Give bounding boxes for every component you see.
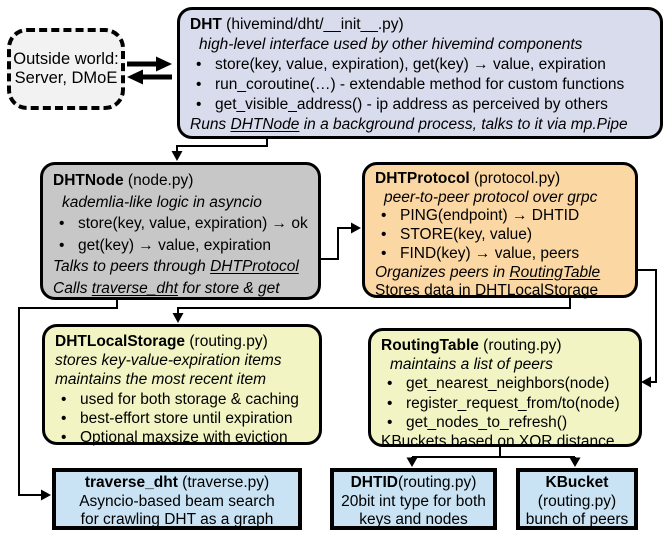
dhtlocalstorage-bullet-usage: used for both storage & caching (55, 390, 313, 409)
dht-bullet-store-get: store(key, value, expiration), get(key) … (190, 55, 654, 75)
dhtlocalstorage-bullet-maxsize: Optional maxsize with eviction (55, 428, 313, 447)
routingtable-link: RoutingTable (509, 263, 601, 281)
dhtnode-peers-line: Talks to peers through DHTProtocol (53, 258, 299, 275)
dht-footer: Runs DHTNode in a background process, ta… (190, 116, 628, 133)
dhtprotocol-title: DHTProtocol (protocol.py) (375, 170, 561, 187)
outside-to-dht-arrowhead (156, 56, 172, 72)
kbucket-box: KBucket (routing.py) bunch of peers (516, 468, 638, 530)
dhtlocalstorage-subtitle2: maintains the most recent item (55, 371, 267, 389)
dhtnode-title: DHTNode (node.py) (53, 172, 194, 189)
routingtable-bullet-register: register_request_from/to(node) (381, 394, 633, 413)
arrowhead-into-dhtlocalstorage (172, 313, 184, 323)
arrowhead-into-routingtable (641, 376, 651, 388)
traverse-dht-line2: for crawling DHT as a graph (80, 511, 274, 528)
dht-box: DHT (hivemind/dht/__init__.py) high-leve… (177, 7, 663, 139)
outside-world-box: Outside world: Server, DMoE (7, 28, 125, 110)
arrowhead-into-dhtnode (171, 151, 183, 161)
dhtnode-box: DHTNode (node.py) kademlia-like logic in… (40, 162, 321, 300)
dhtprotocol-bullet-store: STORE(key, value) (375, 226, 629, 245)
dhtprotocol-subtitle: peer-to-peer protocol over grpc (384, 188, 598, 206)
dhtid-line1: 20bit int type for both (341, 492, 486, 510)
dht-title-name: DHT (190, 16, 222, 33)
dht-bullet-get-visible-address: get_visible_address() - ip address as pe… (190, 95, 654, 115)
dht-subtitle: high-level interface used by other hivem… (199, 36, 583, 53)
dhtlocalstorage-box: DHTLocalStorage (routing.py) stores key-… (42, 324, 322, 447)
arrowhead-into-dhtid (406, 457, 418, 467)
dht-to-outside-arrowhead (127, 69, 143, 85)
dhtlocalstorage-subtitle1: stores key-value-expiration items (55, 352, 282, 370)
dhtnode-calls-line: Calls traverse_dht for store & get (53, 279, 280, 297)
kbucket-line1: (routing.py) (537, 492, 617, 510)
routingtable-bullet-neighbors: get_nearest_neighbors(node) (381, 374, 633, 393)
routingtable-footer: KBuckets based on XOR distance (381, 433, 615, 451)
dhtprotocol-organizes-line: Organizes peers in RoutingTable (375, 263, 601, 281)
dhtprotocol-link: DHTProtocol (210, 258, 299, 275)
dhtid-title: DHTID(routing.py) (350, 474, 477, 491)
traverse-dht-line1: Asyncio-based beam search (79, 492, 275, 510)
dhtid-line2: keys and nodes (359, 511, 468, 528)
outside-world-arrowheads (127, 56, 172, 85)
routingtable-bullet-refresh: get_nodes_to_refresh() (381, 413, 633, 432)
dhtprotocol-bullet-find: FIND(key) → value, peers (375, 245, 629, 264)
dhtlocalstorage-title: DHTLocalStorage (routing.py) (55, 333, 268, 350)
dhtnode-link: DHTNode (230, 116, 300, 133)
traverse-dht-title: traverse_dht (traverse.py) (84, 474, 270, 491)
routingtable-title: RoutingTable (routing.py) (381, 337, 562, 354)
dhtlocalstorage-link: LocalStorage (506, 282, 599, 300)
dhtnode-bullet-get: get(key) → value, expiration (53, 235, 312, 257)
dht-title: DHT (hivemind/dht/__init__.py) (190, 15, 654, 35)
traverse-dht-link: traverse_dht (91, 279, 178, 297)
dhtprotocol-bullet-ping: PING(endpoint) → DHTID (375, 207, 629, 226)
dhtprotocol-stores-line: Stores data in DHTLocalStorage (375, 282, 599, 300)
arrowhead-into-traverse (41, 489, 51, 501)
arrowhead-into-dhtprotocol (351, 222, 361, 234)
arrowhead-into-kbucket (569, 457, 581, 467)
dhtprotocol-box: DHTProtocol (protocol.py) peer-to-peer p… (362, 162, 638, 300)
dhtid-box: DHTID(routing.py) 20bit int type for bot… (330, 468, 497, 530)
routingtable-box: RoutingTable (routing.py) maintains a li… (368, 328, 642, 450)
dhtnode-subtitle: kademlia-like logic in asyncio (62, 193, 262, 211)
dht-bullet-run-coroutine: run_coroutine(…) - extendable method for… (190, 75, 654, 95)
outside-world-arrows (127, 61, 172, 80)
routingtable-subtitle: maintains a list of peers (390, 356, 553, 374)
kbucket-title: KBucket (545, 474, 609, 491)
kbucket-line2: bunch of peers (525, 511, 629, 528)
dhtlocalstorage-bullet-besteffort: best-effort store until expiration (55, 409, 313, 428)
dht-title-file: (hivemind/dht/__init__.py) (221, 16, 404, 33)
dhtnode-bullet-store: store(key, value, expiration) → ok (53, 213, 312, 235)
traverse-dht-box: traverse_dht (traverse.py) Asyncio-based… (52, 468, 302, 530)
outside-world-line2: Server, DMoE (14, 69, 118, 87)
outside-world-line1: Outside world: (13, 50, 119, 68)
